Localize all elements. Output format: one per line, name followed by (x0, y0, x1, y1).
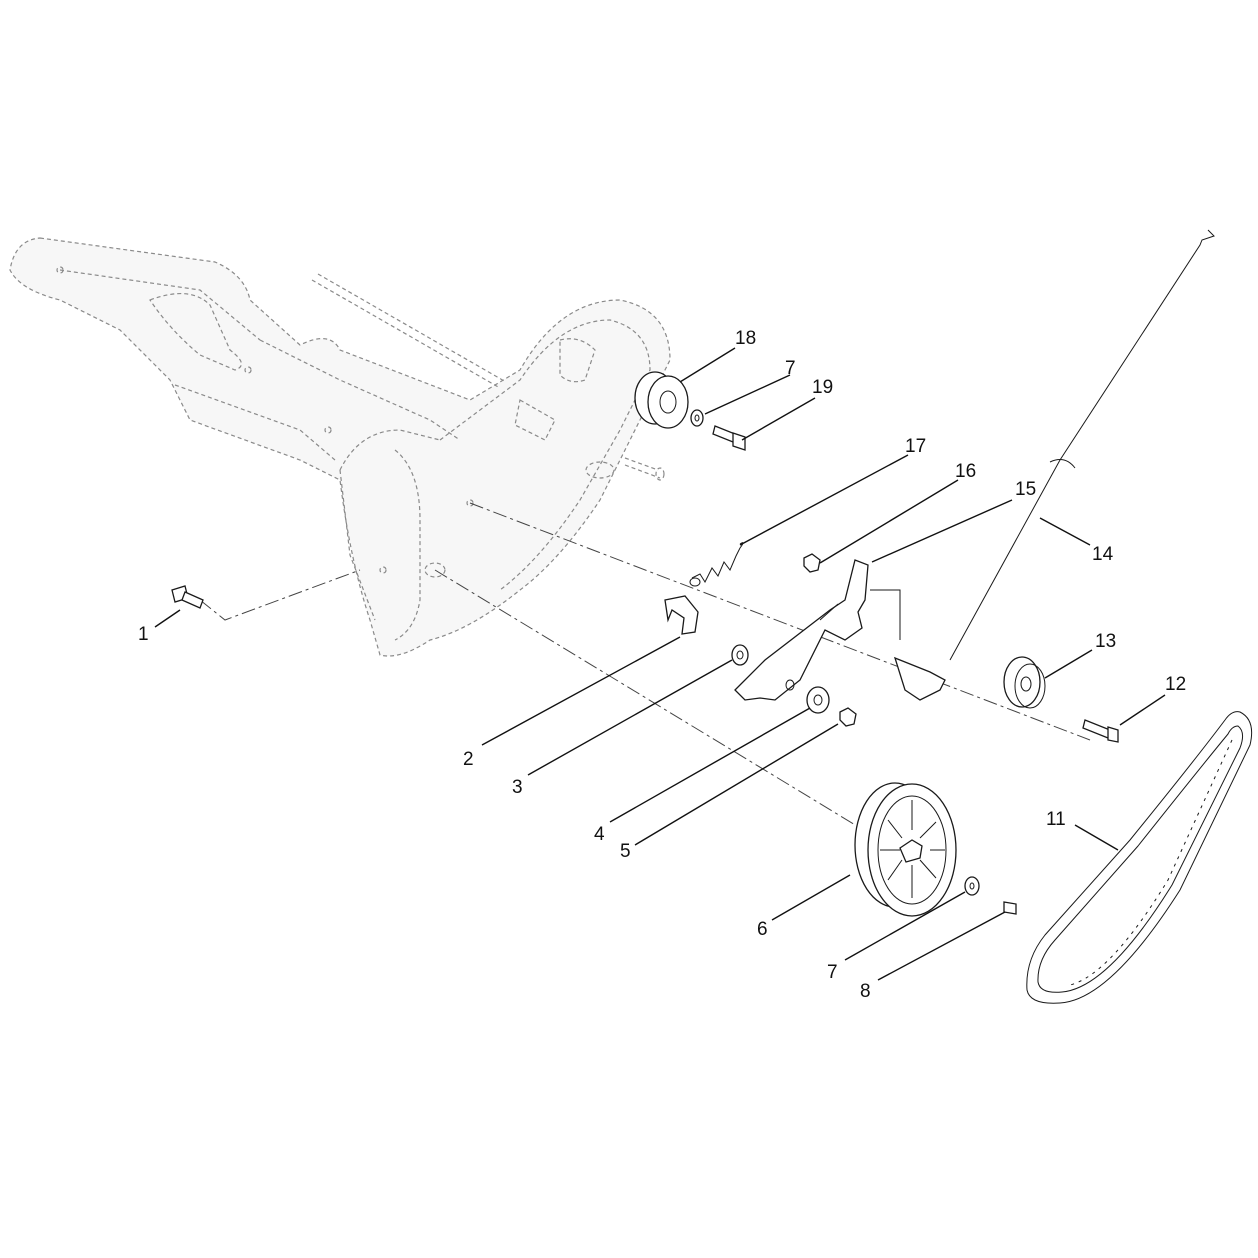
callout-18: 18 (735, 328, 756, 349)
washer-part-7-upper (690, 409, 704, 427)
cable-part-14 (949, 229, 1215, 661)
callout-15: 15 (1015, 479, 1036, 500)
callout-3: 3 (512, 777, 523, 798)
callout-5: 5 (620, 841, 631, 862)
callout-labels: 1 2 3 4 5 6 7 7 8 11 12 13 14 15 16 17 1… (138, 328, 1186, 1002)
callout-13: 13 (1095, 631, 1116, 652)
callout-17: 17 (905, 436, 926, 457)
washer-part-3 (731, 644, 749, 666)
callout-14: 14 (1092, 544, 1114, 565)
spring-part-17 (689, 542, 744, 587)
callout-16: 16 (955, 461, 976, 482)
bolt-part-19 (712, 425, 746, 451)
callout-7-lower: 7 (827, 962, 838, 983)
bolt-part-12 (1082, 719, 1119, 743)
cable-bracket (870, 589, 946, 701)
nut-part-5 (839, 707, 857, 727)
drive-pulley-part-6 (854, 782, 957, 917)
bolt-part-1 (171, 585, 204, 609)
pulley-part-18 (634, 371, 689, 429)
idler-pulley-part-13 (1003, 656, 1046, 709)
bracket-part-2 (664, 595, 699, 635)
idler-arm-part-15 (734, 559, 869, 701)
bolt-part-8 (1003, 901, 1017, 915)
callout-8: 8 (860, 981, 871, 1002)
belt-part-11 (1026, 711, 1253, 1004)
washer-part-7-lower (964, 876, 980, 896)
housing-ghost (9, 237, 671, 657)
assembly-centerlines (199, 502, 1091, 841)
callout-19: 19 (812, 377, 833, 398)
callout-4: 4 (594, 824, 605, 845)
nut-part-16 (803, 553, 821, 573)
callout-2: 2 (463, 749, 474, 770)
callout-11: 11 (1046, 809, 1066, 830)
leader-lines (154, 347, 1166, 981)
callout-6: 6 (757, 919, 768, 940)
callout-1: 1 (138, 624, 149, 645)
callout-12: 12 (1165, 674, 1186, 695)
callout-7-upper: 7 (785, 358, 796, 379)
spacer-part-4 (806, 686, 830, 714)
